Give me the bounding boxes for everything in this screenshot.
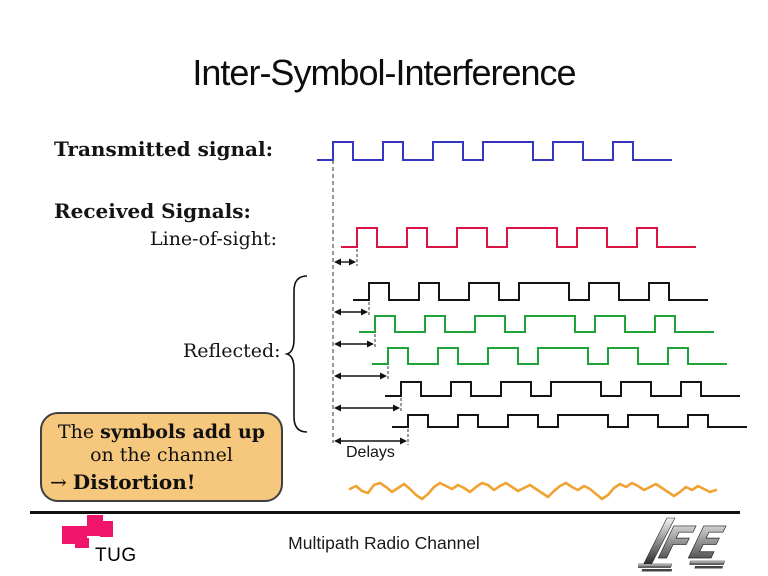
delay-arrow-5-head-right <box>393 404 400 412</box>
line-of-sight-label: Line-of-sight: <box>150 228 278 250</box>
callout-line1-bold: symbols add up <box>100 421 266 443</box>
delay-arrow-4-head-left <box>334 372 341 380</box>
tug-logo-block-5 <box>75 538 89 548</box>
svg-text:FE: FE <box>654 517 729 569</box>
waveform-reflected-5 <box>392 414 747 428</box>
waveform-reflected-2 <box>359 315 714 333</box>
delay-arrow-3-head-left <box>334 340 341 348</box>
tug-logo-block-1 <box>87 515 103 528</box>
callout-line2: on the channel <box>90 444 233 467</box>
reflected-brace <box>284 275 308 433</box>
waveform-transmitted <box>317 141 672 161</box>
tug-logo-text: TUG <box>95 545 137 566</box>
received-signals-label: Received Signals: <box>54 199 251 223</box>
distorted-sum-signal <box>348 481 718 501</box>
callout-line3: →Distortion! <box>50 470 273 494</box>
delay-arrow-4-head-right <box>380 372 387 380</box>
delay-arrow-1-head-left <box>334 258 341 266</box>
delay-arrow-6-head-right <box>400 437 407 445</box>
slide-title: Inter-Symbol-Interference <box>192 52 576 93</box>
delay-arrow-3-head-right <box>367 340 374 348</box>
waveform-line-of-sight <box>341 227 696 248</box>
waveform-reflected-4 <box>385 381 740 397</box>
callout-line3-bold: Distortion! <box>72 470 196 495</box>
institute-logo-glyphs: FE <box>638 516 730 572</box>
waveform-reflected-1 <box>353 282 708 301</box>
callout-box: The symbols add up on the channel →Disto… <box>40 412 283 502</box>
delay-arrow-1-head-right <box>349 258 356 266</box>
footer-title: Multipath Radio Channel <box>288 533 480 553</box>
callout-line1-prefix: The <box>57 421 101 443</box>
tug-logo-block-2 <box>100 521 113 537</box>
tug-logo-block-4 <box>87 527 100 536</box>
delays-label: Delays <box>346 444 395 461</box>
delay-arrow-2-head-right <box>361 308 368 316</box>
delay-arrow-5-head-left <box>334 404 341 412</box>
transmitted-signal-label: Transmitted signal: <box>54 137 273 161</box>
footer-divider <box>30 511 740 514</box>
callout-line1: The symbols add up <box>50 421 273 444</box>
arrow-right-icon: → <box>50 470 67 495</box>
waveform-reflected-3 <box>372 347 727 365</box>
reflected-label: Reflected: <box>183 340 281 362</box>
delay-arrow-2-head-left <box>334 308 341 316</box>
institute-logo: FE <box>638 516 730 572</box>
delay-arrow-6-head-left <box>334 437 341 445</box>
